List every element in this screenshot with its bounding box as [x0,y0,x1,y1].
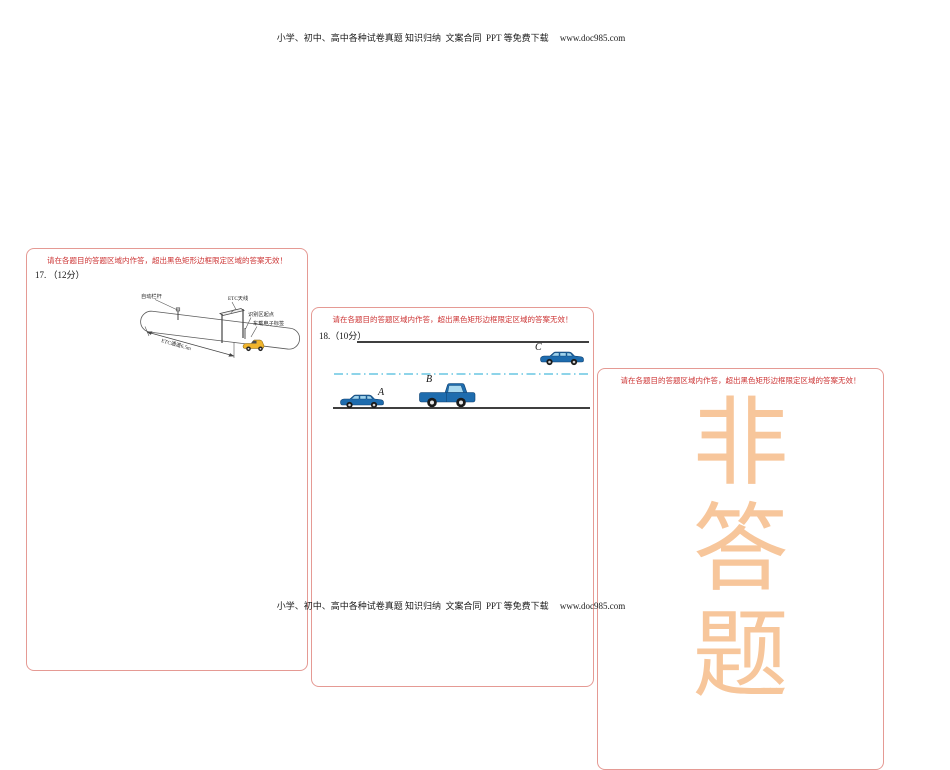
onboard-tag-label: 车载电子标签 [253,319,284,327]
car-c-label: C [535,342,542,353]
warning-banner: 请在各题目的答题区域内作答，超出黑色矩形边框限定区域的答案无效！ [47,256,287,265]
road-bottom-line [333,407,590,409]
antenna-leader-line [231,301,237,310]
answer-box-q18: 请在各题目的答题区域内作答，超出黑色矩形边框限定区域的答案无效！ 18.（10分… [311,307,594,687]
dimension-arrow [144,326,235,358]
car-a-label: A [378,387,385,398]
answer-box-q17: 请在各题目的答题区域内作答，超出黑色矩形边框限定区域的答案无效！ 17. （12… [26,248,308,671]
toll-car-illustration [242,339,265,352]
watermark-char-3: 题 [692,602,789,709]
lane-divider-line [334,373,590,375]
etc-toll-diagram: 自动栏杆 ETC天线 识别区起点 车载电子标签 ETC通道6.5m [140,292,301,358]
q18-number-label: 18.（10分） [319,331,367,341]
car-b-illustration [419,383,476,408]
warning-banner: 请在各题目的答题区域内作答，超出黑色矩形边框限定区域的答案无效！ [620,376,861,385]
channel-length-label: ETC通道6.5m [160,336,192,352]
watermark-char-2: 答 [692,496,789,603]
antenna-icon [230,309,235,313]
barrier-leader-line [154,299,178,311]
q17-number-label: 17. （12分） [35,270,85,280]
warning-banner: 请在各题目的答题区域内作答，超出黑色矩形边框限定区域的答案无效！ [332,315,573,324]
antenna-label: ETC天线 [228,294,248,302]
watermark-char-1: 非 [692,390,789,497]
barrier-label: 自动栏杆 [141,292,162,300]
non-answer-box: 请在各题目的答题区域内作答，超出黑色矩形边框限定区域的答案无效！ 非 答 题 [597,368,884,770]
zone-start-label: 识别区起点 [248,310,274,318]
car-b-label: B [426,374,433,385]
road-top-line [357,341,589,343]
tag-leader-line [250,326,258,338]
doc-header-text: 小学、初中、高中各种试卷真题 知识归纳 文案合同 PPT 等免费下载 www.d… [276,33,626,43]
etc-gantry [219,308,245,343]
doc-footer-text: 小学、初中、高中各种试卷真题 知识归纳 文案合同 PPT 等免费下载 www.d… [276,601,626,611]
non-answer-watermark: 非 答 题 [598,391,883,709]
car-a-illustration [340,394,384,409]
car-c-illustration [540,351,584,366]
zone-leader-line [245,317,252,330]
